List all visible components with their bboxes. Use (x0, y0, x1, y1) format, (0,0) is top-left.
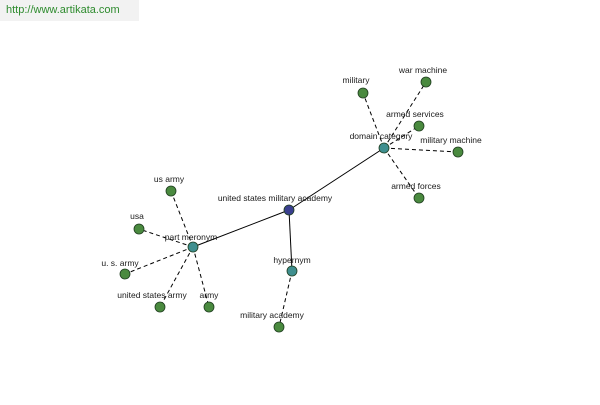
leaf-military-academy-label: military academy (240, 310, 305, 320)
category-part-label: part meronym (165, 232, 217, 242)
leaf-usa-label: usa (130, 211, 144, 221)
leaf-armed-services-label: armed services (386, 109, 444, 119)
edge-domain-armed_forces (383, 147, 420, 199)
edge-domain-military_machine (383, 147, 459, 153)
leaf-us-army-node[interactable] (165, 185, 177, 197)
leaf-military-machine-label: military machine (420, 135, 482, 145)
category-domain-node[interactable] (378, 142, 390, 154)
edge-center-hyper (288, 209, 293, 272)
edge-domain-military (362, 92, 385, 149)
leaf-military-node[interactable] (357, 87, 369, 99)
category-domain-label: domain category (350, 131, 414, 141)
leaf-war-machine-label: war machine (398, 65, 447, 75)
category-hyper-node[interactable] (286, 265, 298, 277)
edge-part-army (192, 246, 210, 308)
leaf-military-machine-node[interactable] (452, 146, 464, 158)
center-united-states-military-academy-node[interactable] (283, 204, 295, 216)
edge-center-part (192, 209, 290, 248)
leaf-u-s-army-node[interactable] (119, 268, 131, 280)
leaf-war-machine-node[interactable] (420, 76, 432, 88)
leaf-united-states-army-label: united states army (117, 290, 187, 300)
leaf-united-states-army-node[interactable] (154, 301, 166, 313)
leaf-armed-forces-node[interactable] (413, 192, 425, 204)
site-url-link[interactable]: http://www.artikata.com (0, 0, 139, 21)
category-part-node[interactable] (187, 241, 199, 253)
leaf-army-label: army (200, 290, 220, 300)
leaf-armed-forces-label: armed forces (391, 181, 441, 191)
edge-part-usa (138, 228, 194, 248)
center-united-states-military-academy-label: united states military academy (218, 193, 333, 203)
leaf-military-label: military (343, 75, 371, 85)
edge-center-domain (288, 147, 385, 211)
leaf-army-node[interactable] (203, 301, 215, 313)
leaf-armed-services-node[interactable] (413, 120, 425, 132)
leaf-military-academy-node[interactable] (273, 321, 285, 333)
edge-hyper-military_academy (278, 270, 293, 328)
edge-part-united_states_army (159, 246, 194, 308)
edge-part-u_s_army (124, 246, 194, 275)
edge-part-us_army (170, 190, 194, 248)
leaf-u-s-army-label: u. s. army (101, 258, 139, 268)
category-hyper-label: hypernym (273, 255, 310, 265)
edge-domain-war_machine (383, 81, 427, 149)
leaf-us-army-label: us army (154, 174, 185, 184)
leaf-usa-node[interactable] (133, 223, 145, 235)
